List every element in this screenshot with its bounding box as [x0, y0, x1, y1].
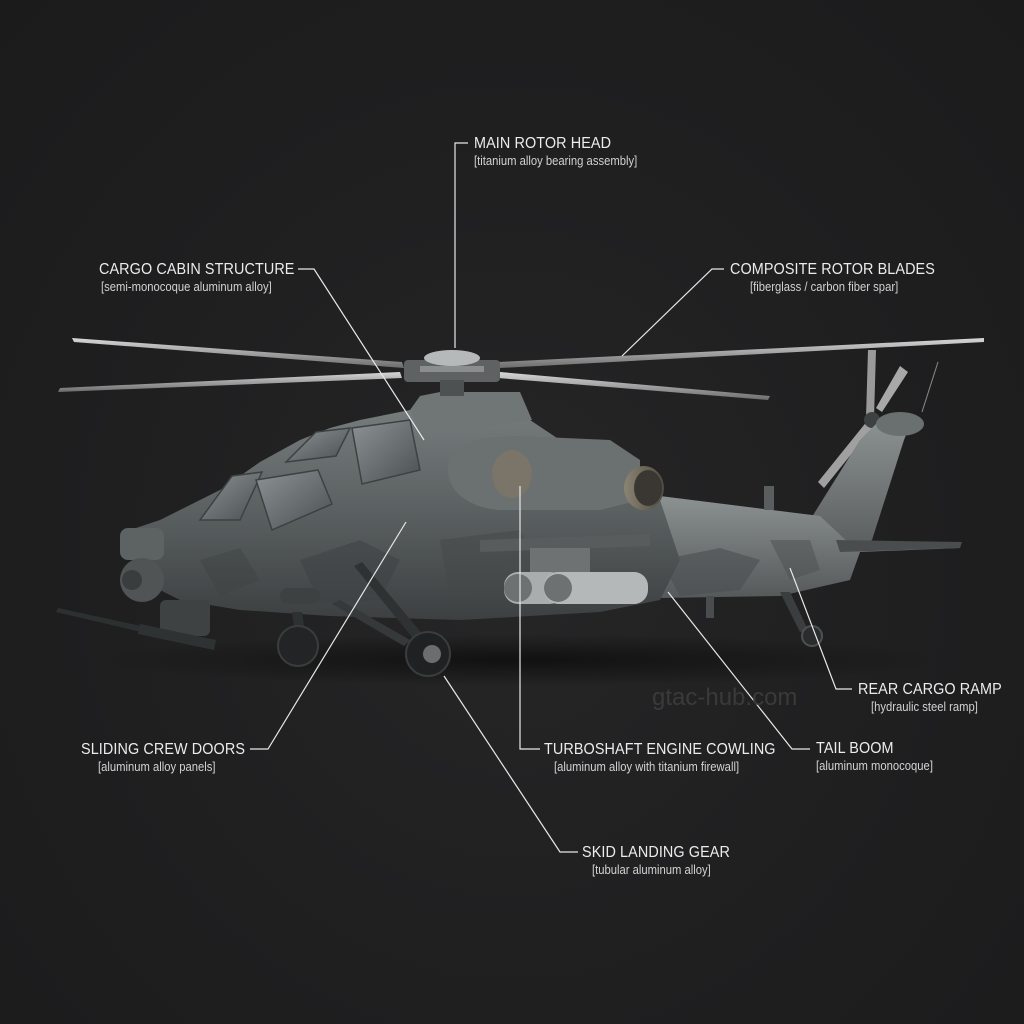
- callout-skid-landing-gear: SKID LANDING GEAR [tubular aluminum allo…: [582, 845, 746, 877]
- callout-material: [fiberglass / carbon fiber spar]: [750, 280, 899, 294]
- main-landing-gear: [277, 562, 451, 677]
- callout-cargo-cabin-structure: CARGO CABIN STRUCTURE [semi-monocoque al…: [99, 262, 316, 294]
- leader-line-tail-boom: [667, 591, 810, 750]
- leader-line-rotor-blades: [621, 268, 724, 357]
- callout-material: [aluminum monocoque]: [816, 759, 933, 773]
- canopy: [198, 419, 421, 532]
- callout-turboshaft-engine-cowling: TURBOSHAFT ENGINE COWLING [aluminum allo…: [544, 742, 801, 774]
- callout-title: SKID LANDING GEAR: [582, 844, 730, 861]
- leader-lines: [250, 142, 852, 853]
- engine-nacelle: [447, 436, 664, 510]
- callout-material: [aluminum alloy with titanium firewall]: [554, 760, 740, 774]
- leader-line-crew-doors: [250, 521, 407, 750]
- callout-main-rotor-head: MAIN ROTOR HEAD [titanium alloy bearing …: [474, 136, 655, 168]
- leader-line-cargo-cabin: [298, 268, 425, 441]
- leader-line-cargo-ramp: [789, 567, 852, 690]
- watermark: gtac-hub.com: [652, 684, 798, 711]
- callout-tail-boom: TAIL BOOM [aluminum monocoque]: [816, 741, 946, 773]
- callout-material: [hydraulic steel ramp]: [871, 700, 978, 714]
- horizontal-stabilizer: [836, 540, 962, 552]
- nose-sensor-turret: [120, 528, 164, 602]
- callout-title: SLIDING CREW DOORS: [81, 741, 246, 758]
- callout-material: [tubular aluminum alloy]: [592, 863, 711, 877]
- leader-line-landing-gear: [443, 675, 578, 853]
- callout-title: MAIN ROTOR HEAD: [474, 135, 612, 152]
- main-rotor-hub: [404, 350, 500, 396]
- callout-title: COMPOSITE ROTOR BLADES: [730, 261, 935, 278]
- callout-composite-rotor-blades: COMPOSITE ROTOR BLADES [fiberglass / car…: [730, 262, 958, 294]
- callout-rear-cargo-ramp: REAR CARGO RAMP [hydraulic steel ramp]: [858, 682, 1018, 714]
- leader-line-engine-cowling: [519, 486, 540, 750]
- callout-title: TAIL BOOM: [816, 740, 894, 757]
- callout-material: [aluminum alloy panels]: [98, 760, 216, 774]
- tail-rotor: [818, 350, 939, 488]
- tail-fin: [810, 420, 912, 560]
- tail-antenna: [764, 486, 774, 510]
- callout-material: [titanium alloy bearing assembly]: [474, 154, 638, 168]
- chin-gun: [56, 600, 216, 650]
- callout-sliding-crew-doors: SLIDING CREW DOORS [aluminum alloy panel…: [81, 742, 263, 774]
- stub-wing-weapons: [480, 534, 650, 604]
- leader-line-main-rotor-head: [454, 142, 468, 348]
- callout-title: CARGO CABIN STRUCTURE: [99, 261, 295, 278]
- callout-material: [semi-monocoque aluminum alloy]: [101, 280, 272, 294]
- rotor-blades-rear: [58, 372, 770, 400]
- callout-title: REAR CARGO RAMP: [858, 681, 1002, 698]
- callout-title: TURBOSHAFT ENGINE COWLING: [544, 741, 776, 758]
- side-pipe: [280, 588, 320, 604]
- rotor-blades-front: [72, 338, 984, 368]
- mast-fairing: [410, 392, 532, 430]
- tail-gearbox: [876, 412, 924, 436]
